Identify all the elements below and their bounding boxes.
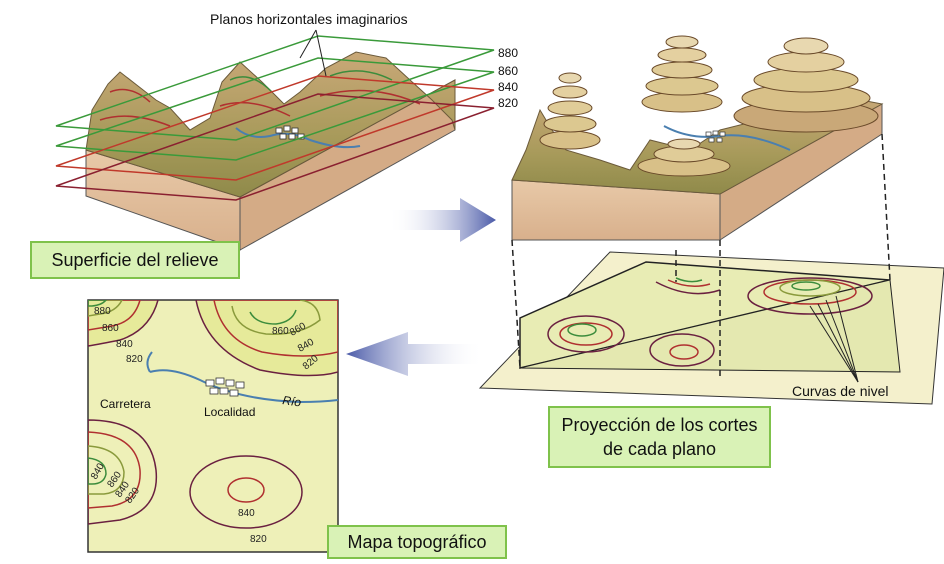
terraced-hill-right [734,38,878,132]
projection-label: Proyección de los cortes de cada plano [548,406,771,468]
elev-880-label: 880 [498,46,518,60]
arrow-left-icon [346,332,484,376]
map-elev-840-tl: 840 [116,339,133,350]
map-elev-860-tr: 860 [272,326,289,337]
elev-820-label: 820 [498,96,518,110]
curves-label: Curvas de nivel [792,383,889,399]
elev-840-label: 840 [498,80,518,94]
projection-label-line2: de cada plano [603,437,716,461]
map-river-label: Río [282,393,303,410]
terraced-hill-left [540,73,600,149]
projection-label-line1: Proyección de los cortes [561,413,757,437]
planes-label: Planos horizontales imaginarios [210,11,408,27]
map-elev-860-tl: 860 [102,323,119,334]
topographic-map: 880 860 840 820 860 860 840 820 Carreter… [88,300,338,552]
elev-860-label: 860 [498,64,518,78]
surface-label: Superficie del relieve [30,241,240,279]
arrow-right-icon [388,198,496,242]
cut-block [512,36,882,240]
map-label: Mapa topográfico [327,525,507,559]
map-label-text: Mapa topográfico [347,532,486,553]
map-elev-840-b: 840 [238,508,255,519]
map-town-label: Localidad [204,405,255,419]
surface-label-text: Superficie del relieve [51,250,218,271]
map-elev-880-tl: 880 [94,306,111,317]
map-elev-820-tl: 820 [126,354,143,365]
terraced-hill-middle [642,36,722,112]
map-road-label: Carretera [100,397,151,411]
map-elev-820-b: 820 [250,534,267,545]
